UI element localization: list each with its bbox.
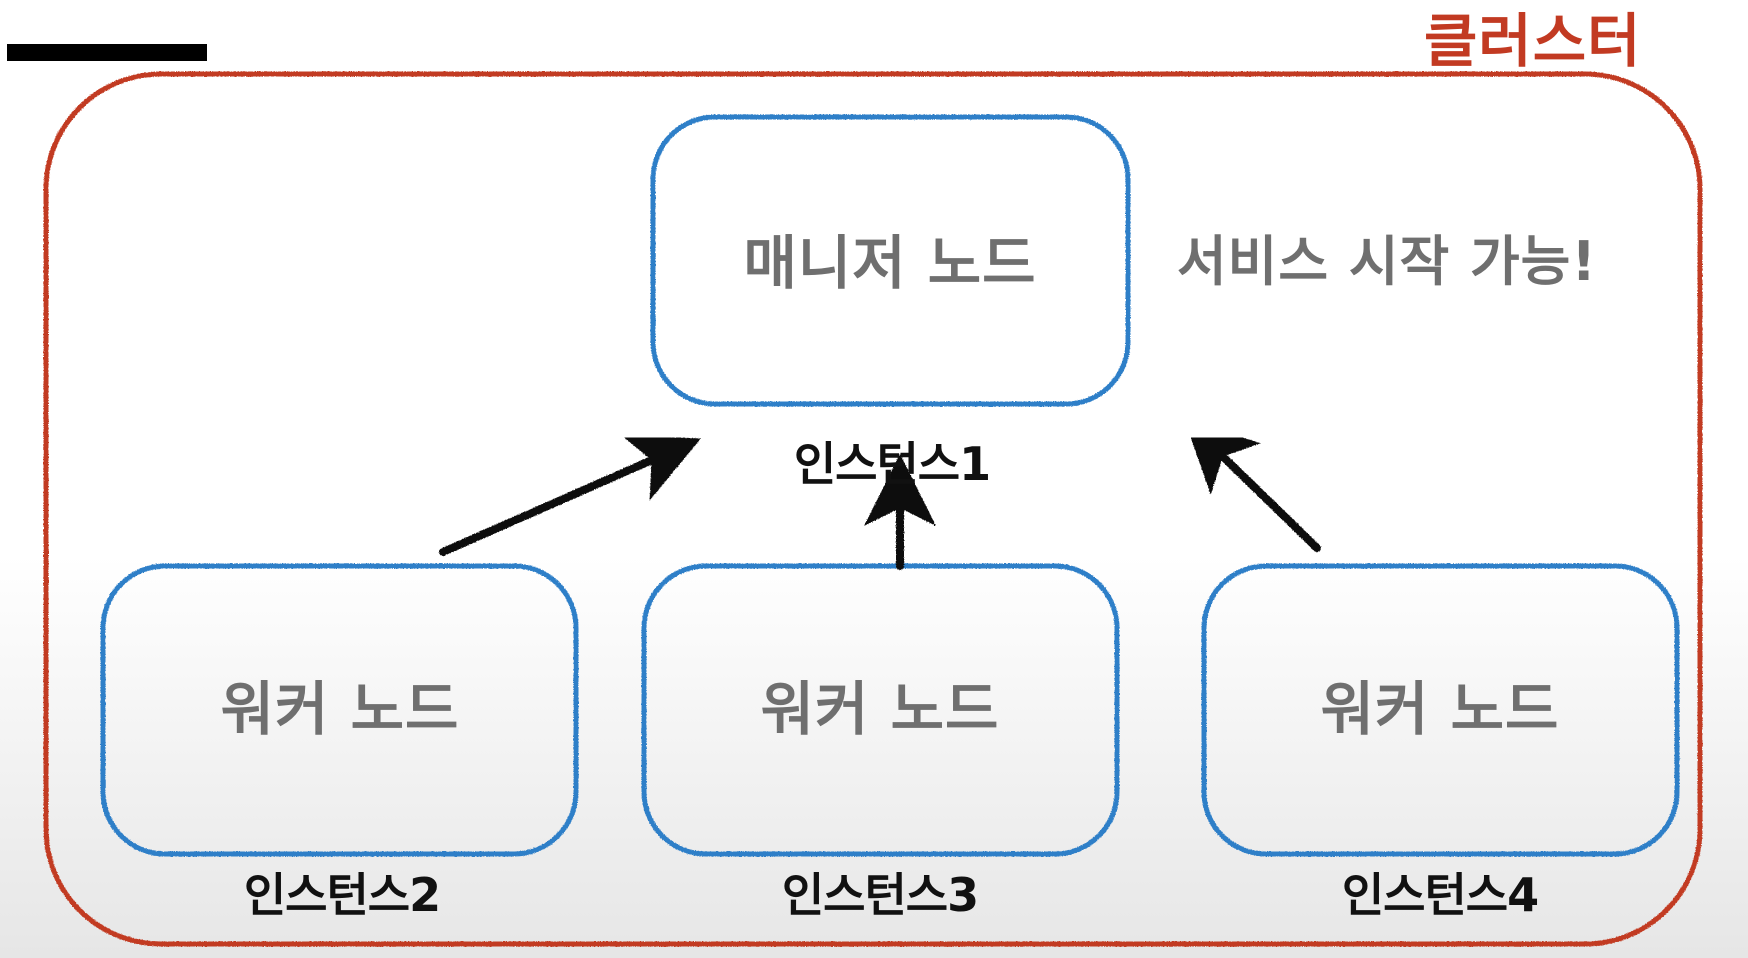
arrow-worker-to-manager: [439, 434, 701, 556]
instance-label-worker: 인스턴스4: [1341, 868, 1539, 922]
cluster-boundary: [43, 71, 1703, 947]
top-black-bar: [7, 44, 207, 61]
instance-label-worker: 인스턴스3: [781, 868, 979, 922]
worker-node-label: 워커 노드: [1320, 675, 1560, 743]
worker-node-label: 워커 노드: [760, 675, 1000, 743]
manager-node-box: [650, 114, 1131, 407]
status-text: 서비스 시작 가능!: [1177, 230, 1597, 293]
worker-node-box: [1201, 563, 1680, 857]
worker-node-box: [100, 563, 579, 857]
cluster-label: 클러스터: [1424, 7, 1642, 75]
instance-label-manager: 인스턴스1: [793, 437, 991, 491]
instance-label-worker: 인스턴스2: [243, 868, 441, 922]
worker-node-box: [641, 563, 1120, 857]
arrow-worker-to-manager: [1184, 418, 1321, 552]
manager-node-label: 매니저 노드: [743, 229, 1037, 297]
worker-node-label: 워커 노드: [220, 675, 460, 743]
